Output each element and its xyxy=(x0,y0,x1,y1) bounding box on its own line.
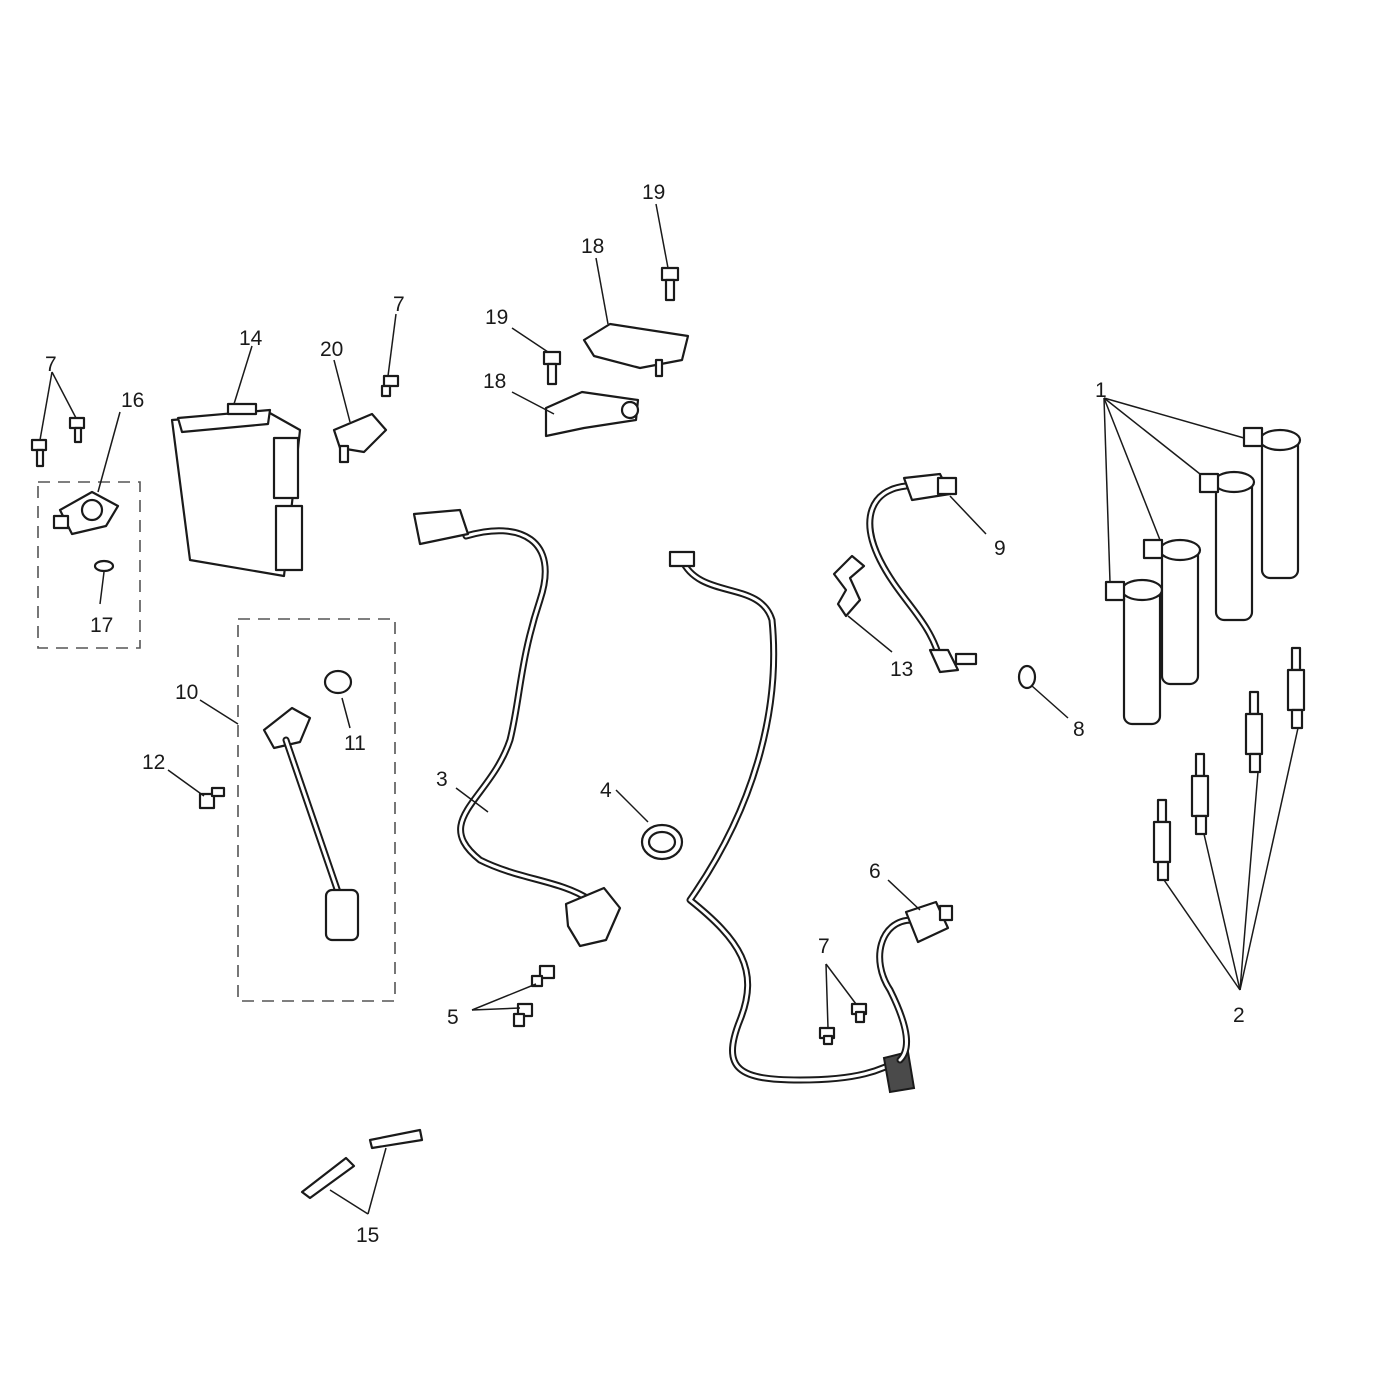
group-box-16-17 xyxy=(37,481,141,649)
callout-17: 17 xyxy=(90,614,113,637)
seal-ring-4-inner xyxy=(647,830,677,854)
leader-lines xyxy=(39,203,1299,1215)
harness-main xyxy=(668,550,916,1094)
sensor-20 xyxy=(332,412,388,464)
bolt-19-upper xyxy=(660,266,680,302)
callout-14: 14 xyxy=(239,327,263,350)
callout-7-left: 7 xyxy=(45,353,57,376)
callout-7-top: 7 xyxy=(393,293,405,316)
ecu-module xyxy=(170,402,304,578)
sensor-18-upper xyxy=(582,322,690,378)
screw-7-top xyxy=(380,374,400,398)
o-ring-8 xyxy=(1017,664,1037,690)
callout-18-lower: 18 xyxy=(483,370,506,393)
plug-15-right xyxy=(368,1128,424,1150)
screw-7-left-b xyxy=(68,416,86,444)
clip-13 xyxy=(832,554,866,618)
callout-6: 6 xyxy=(869,860,881,883)
callout-8: 8 xyxy=(1073,718,1085,741)
callout-1: 1 xyxy=(1095,379,1107,402)
callout-2: 2 xyxy=(1233,1004,1245,1027)
callout-7-bottom: 7 xyxy=(818,935,830,958)
ignition-coil-b xyxy=(1142,538,1202,686)
callout-4: 4 xyxy=(600,779,612,802)
screw-7-bottom-a xyxy=(818,1026,836,1046)
spark-plug-a xyxy=(1152,798,1172,882)
callout-18-upper: 18 xyxy=(581,235,604,258)
spark-plug-d xyxy=(1286,646,1306,730)
ignition-coil-c xyxy=(1198,470,1256,622)
sensor-18-lower xyxy=(544,390,640,438)
callout-12: 12 xyxy=(142,751,165,774)
crank-sensor-10 xyxy=(262,706,360,942)
o-ring-17 xyxy=(93,559,115,573)
bolt-5-lower xyxy=(512,1002,534,1028)
sensor-9 xyxy=(866,472,978,674)
callout-10: 10 xyxy=(175,681,198,704)
callout-20: 20 xyxy=(320,338,343,361)
harness-3 xyxy=(412,508,622,948)
bolt-19-lower xyxy=(542,350,562,386)
callout-19-upper: 19 xyxy=(642,181,665,204)
bolt-12 xyxy=(198,786,226,810)
ignition-coil-a xyxy=(1104,578,1164,726)
callout-3: 3 xyxy=(436,768,448,791)
callout-15: 15 xyxy=(356,1224,379,1247)
screw-7-left-a xyxy=(30,438,48,468)
spark-plug-b xyxy=(1190,752,1210,836)
screw-7-bottom-b xyxy=(850,1002,868,1024)
plug-15-left xyxy=(300,1156,356,1200)
bolt-5-upper xyxy=(530,964,556,988)
callout-9: 9 xyxy=(994,537,1006,560)
sensor-16 xyxy=(52,490,120,536)
group-box-10-11 xyxy=(237,618,396,1002)
callout-19-lower: 19 xyxy=(485,306,508,329)
callout-13: 13 xyxy=(890,658,913,681)
ignition-coil-d xyxy=(1242,426,1302,580)
o-ring-11 xyxy=(323,669,353,695)
spark-plug-c xyxy=(1244,690,1264,774)
callout-5: 5 xyxy=(447,1006,459,1029)
callout-numbers: 1 2 3 4 5 6 7 7 7 8 9 10 11 12 13 14 15 … xyxy=(45,181,1245,1247)
callout-16: 16 xyxy=(121,389,144,412)
sensor-6 xyxy=(876,900,954,1064)
callout-11: 11 xyxy=(344,732,366,755)
